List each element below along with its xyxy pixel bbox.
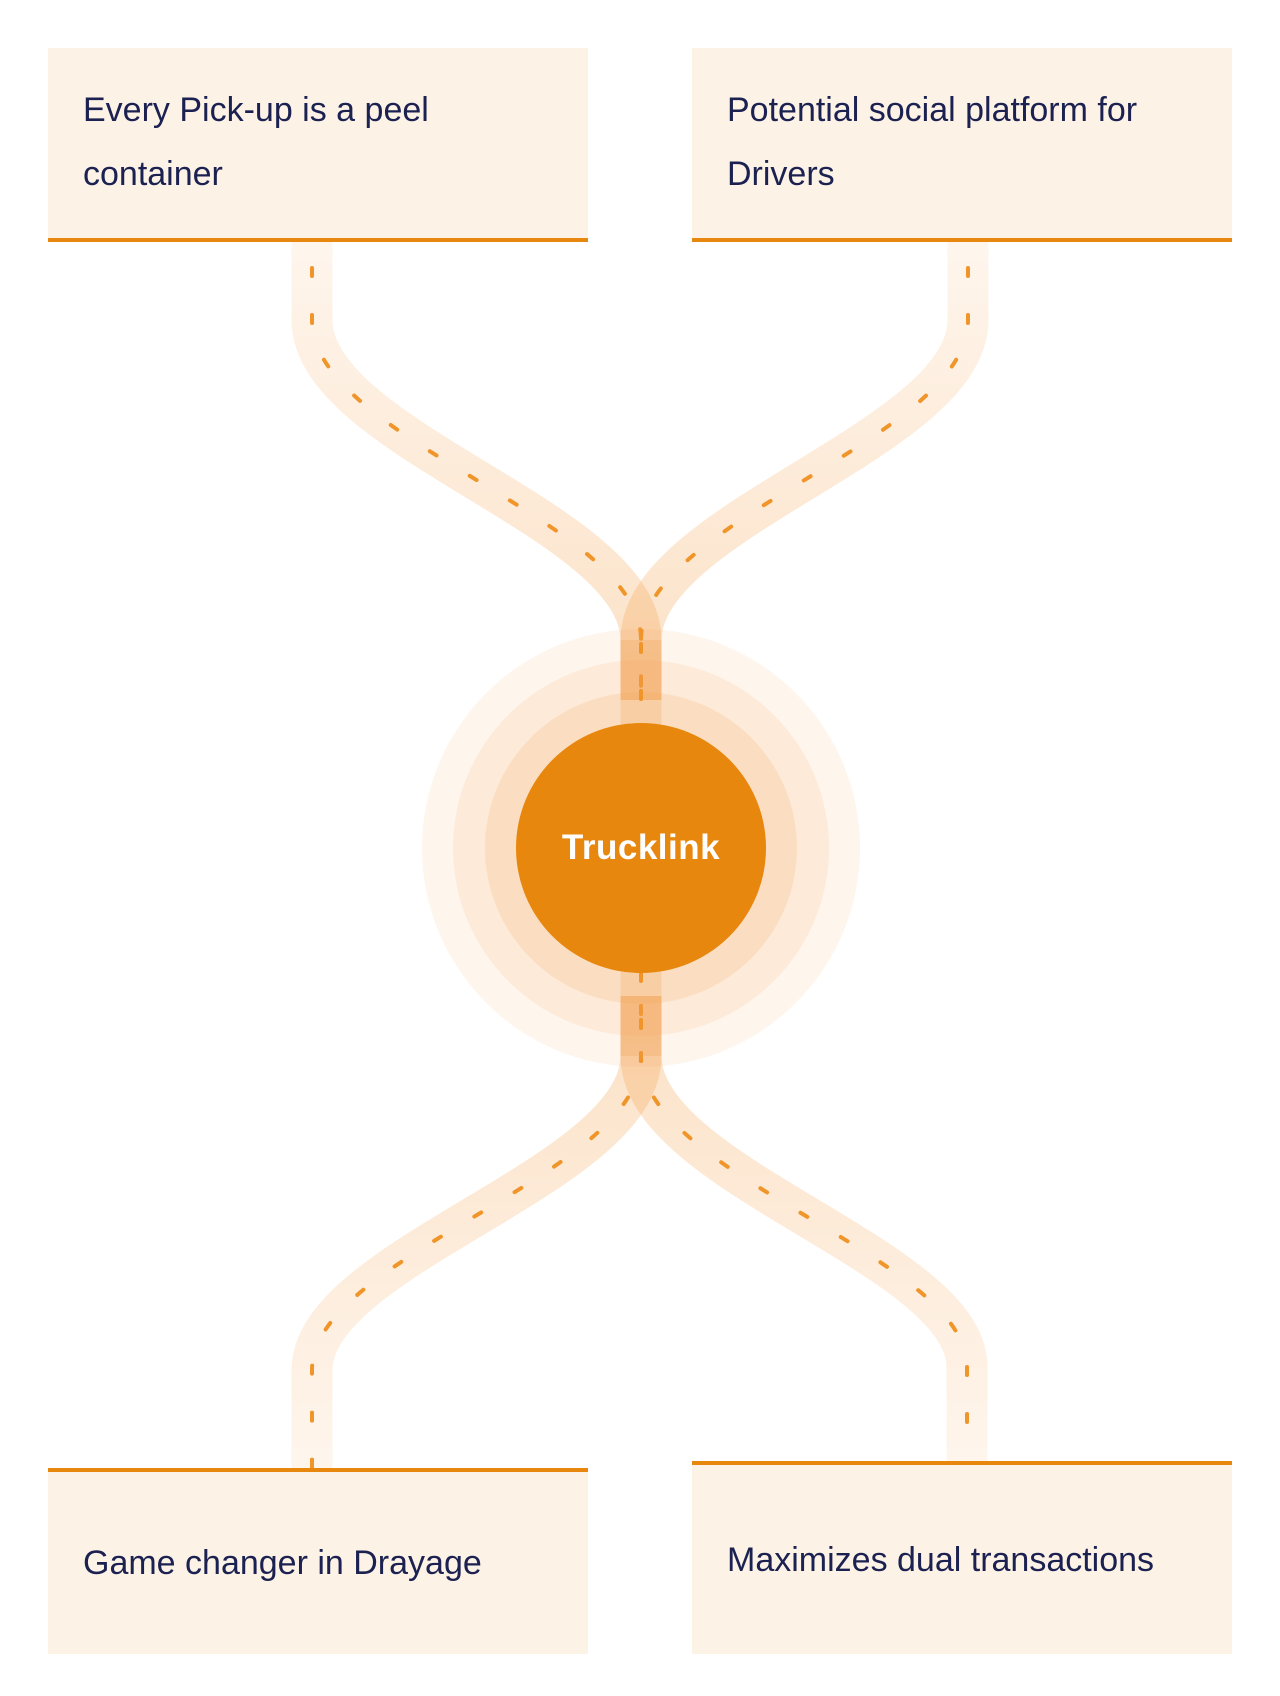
road-bottom-left <box>291 994 662 1470</box>
hub-circle <box>516 723 766 973</box>
hub-label: Trucklink <box>561 828 721 867</box>
card-top-right: Potential social platform for Drivers <box>692 48 1232 242</box>
road-bottom-right <box>620 994 988 1463</box>
card-bottom-right: Maximizes dual transactions <box>692 1461 1232 1654</box>
card-text: Every Pick-up is a peel container <box>83 91 429 193</box>
card-top-left: Every Pick-up is a peel container <box>48 48 588 242</box>
card-text: Game changer in Drayage <box>83 1544 482 1582</box>
card-text: Maximizes dual transactions <box>727 1540 1155 1579</box>
card-text: Potential social platform for Drivers <box>727 91 1138 193</box>
card-bottom-left: Game changer in Drayage <box>48 1468 588 1654</box>
road-top-right <box>620 240 989 702</box>
road-top-left <box>291 240 662 702</box>
